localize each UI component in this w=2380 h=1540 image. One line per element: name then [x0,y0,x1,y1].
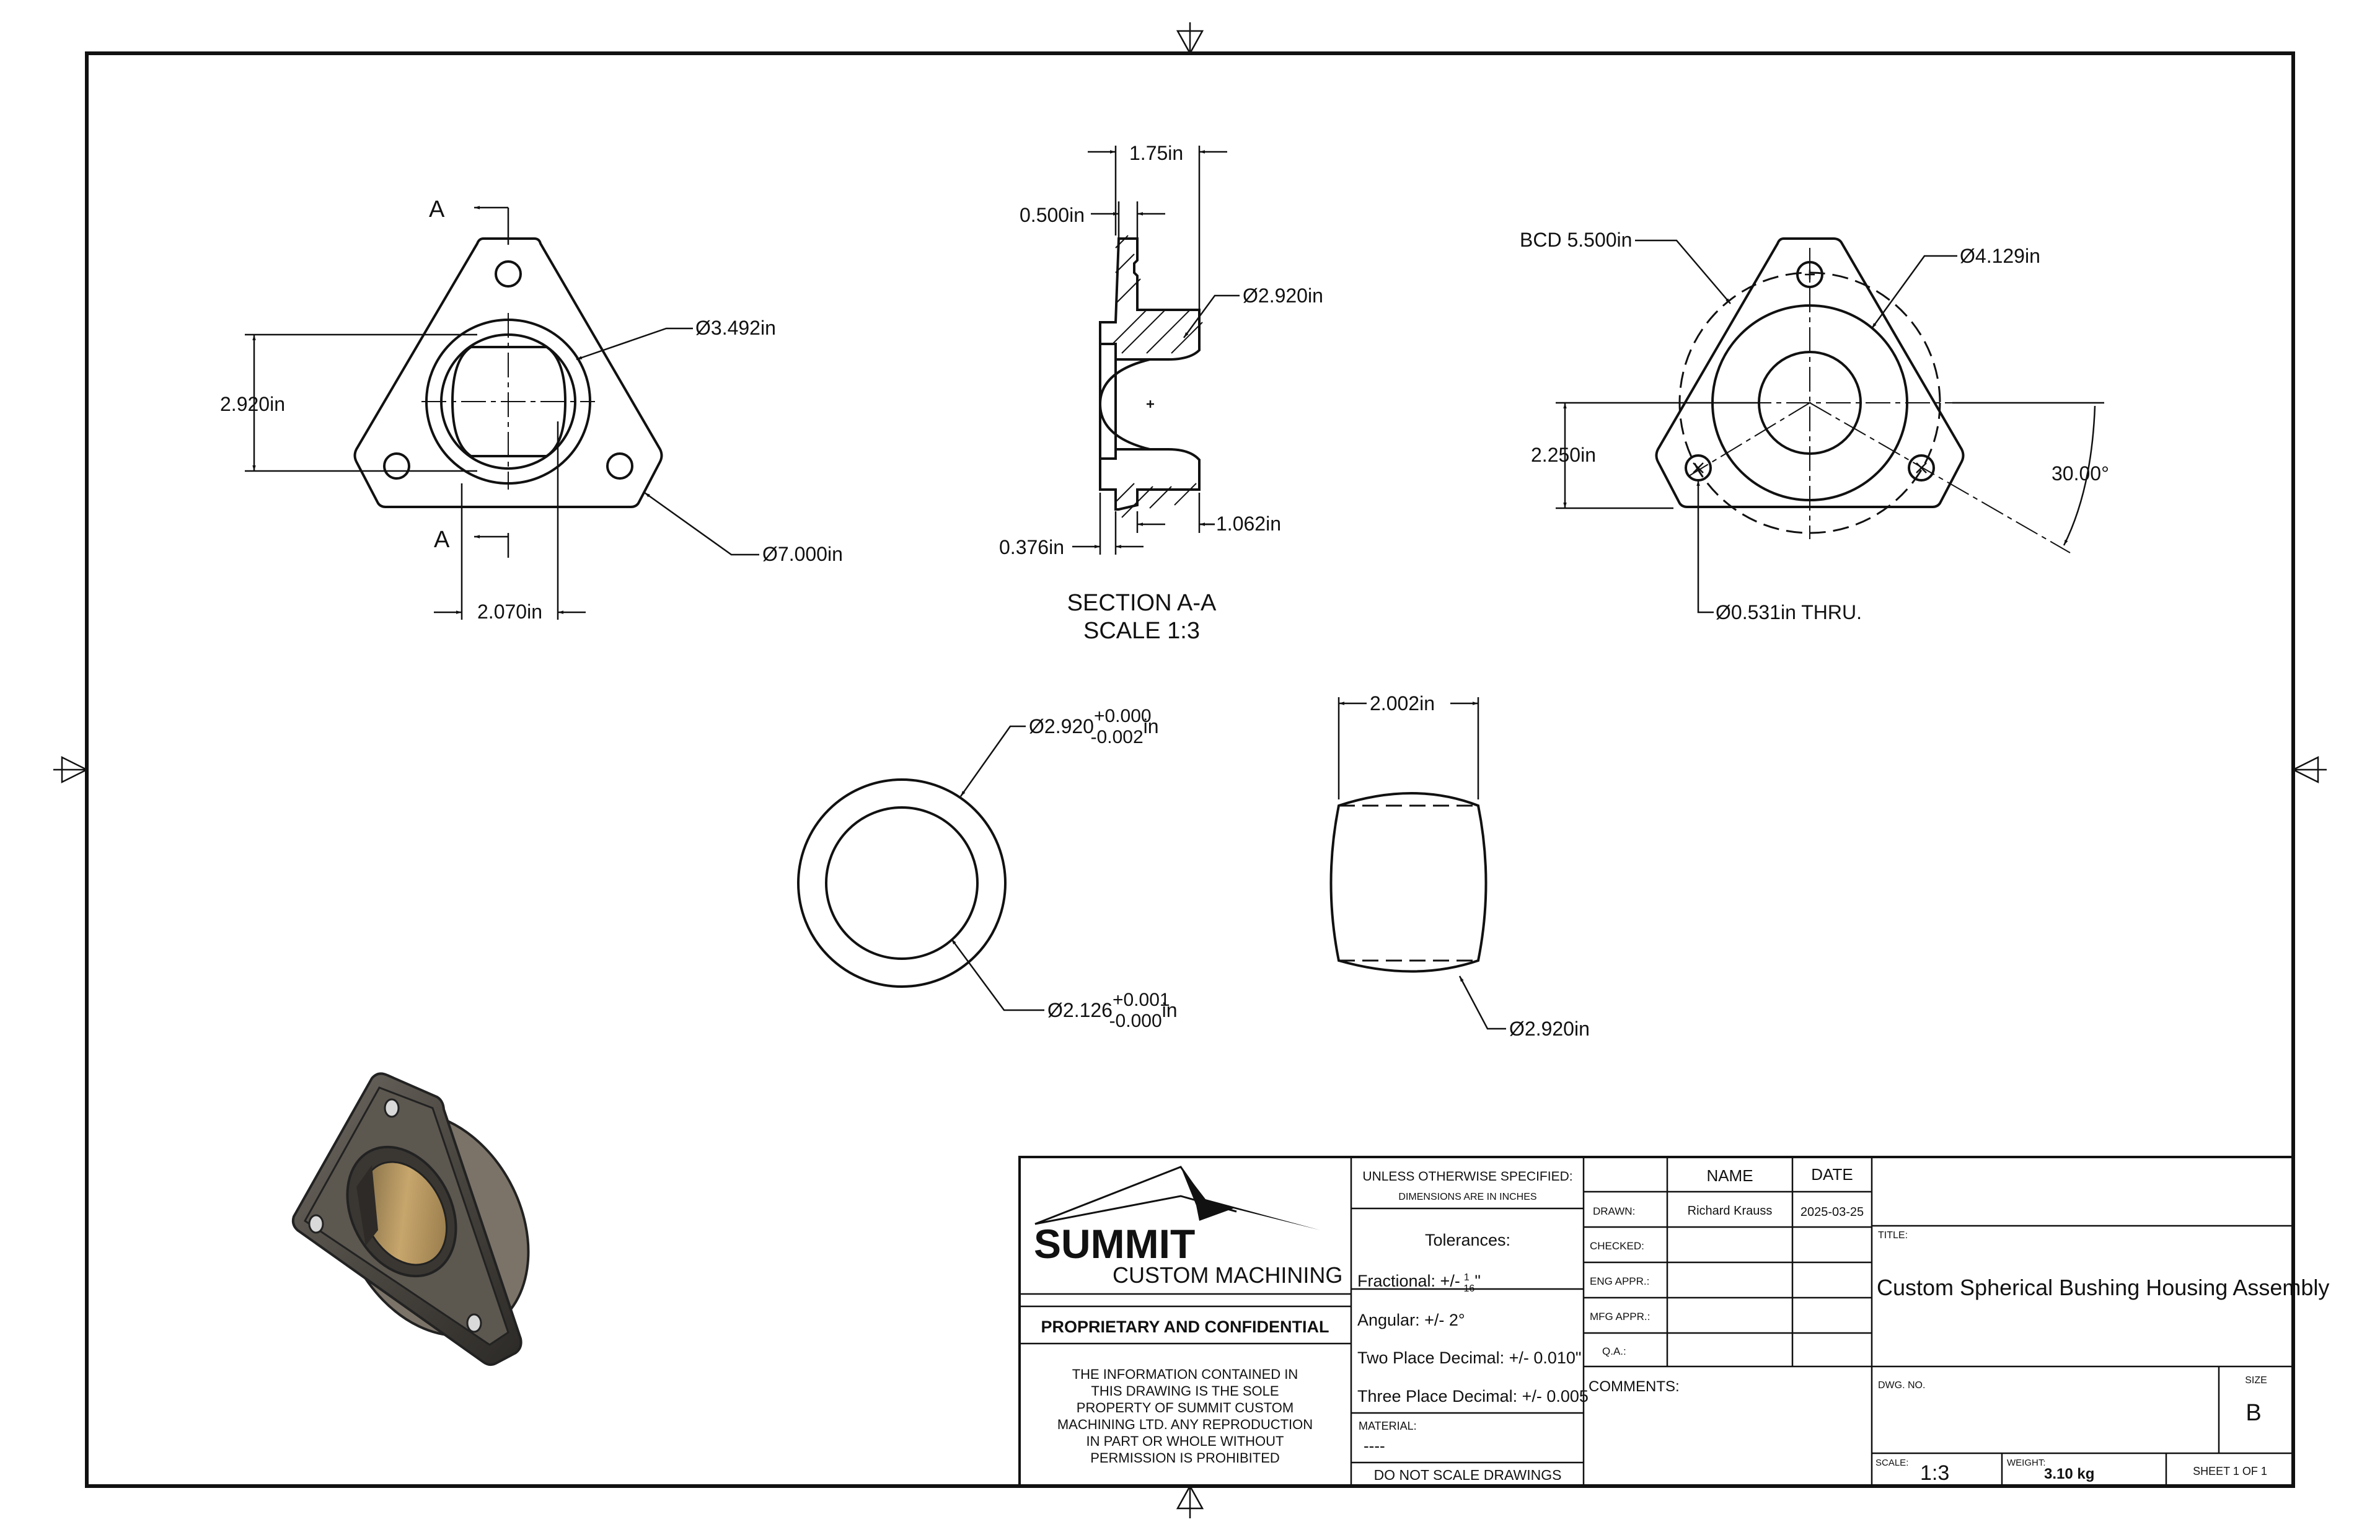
svg-text:MACHINING LTD. ANY REPRODUCTIO: MACHINING LTD. ANY REPRODUCTION [1057,1417,1313,1432]
scale-label: SCALE: [1875,1458,1908,1468]
centering-marks [53,22,2327,1518]
do-not-scale: DO NOT SCALE DRAWINGS [1374,1467,1562,1483]
row-drawn-label: DRAWN: [1593,1205,1635,1217]
material-value: ---- [1364,1437,1385,1455]
dim-front-dia-outer: Ø3.492in [695,317,776,339]
comments-label: COMMENTS: [1589,1378,1680,1395]
dim-section-flange: 0.500in [1020,204,1085,226]
bushing-side-view: 2.002in Ø2.920in [1329,692,1590,1040]
company-name: SUMMIT [1034,1221,1195,1267]
size-value: B [2246,1400,2261,1426]
title-block: SUMMIT CUSTOM MACHINING PROPRIETARY AND … [1018,1156,2329,1487]
row-checked-label: CHECKED: [1590,1240,1644,1252]
svg-text:PERMISSION IS PROHIBITED: PERMISSION IS PROHIBITED [1090,1450,1280,1466]
col-date: DATE [1811,1165,1853,1184]
dim-front-dia-total: Ø7.000in [762,543,843,565]
tol-three-place: Three Place Decimal: +/- 0.005 [1357,1387,1589,1406]
tolerances-label: Tolerances: [1425,1231,1510,1249]
weight-label: WEIGHT: [2007,1458,2046,1468]
dim-section-dia: Ø2.920in [1243,284,1323,307]
bushing-front-view: Ø2.920+0.000-0.002in Ø2.126+0.001-0.000i… [797,706,1178,1031]
title-label: TITLE: [1878,1230,1908,1241]
dim-right-dia: Ø4.129in [1960,245,2040,267]
front-view: A A 2.920in 2.070in Ø3.492in Ø7.000in [220,196,843,623]
row-qa-label: Q.A.: [1602,1345,1626,1357]
right-view: 2.250in 30.00° BCD 5.500in Ø4.129in Ø0.5… [1520,229,2109,623]
dim-section-top: 1.75in [1129,142,1183,164]
dim-section-bottom-right: 1.062in [1216,513,1281,535]
col-name: NAME [1706,1166,1753,1185]
row-drawn-name: Richard Krauss [1688,1204,1773,1218]
material-label: MATERIAL: [1359,1420,1417,1432]
svg-text:THE INFORMATION CONTAINED IN: THE INFORMATION CONTAINED IN [1072,1366,1298,1382]
dim-front-width: 2.070in [477,601,542,623]
proprietary-label: PROPRIETARY AND CONFIDENTIAL [1041,1318,1329,1336]
dwg-no-label: DWG. NO. [1878,1380,1925,1391]
dim-front-height: 2.920in [220,393,285,415]
svg-text:THIS DRAWING IS THE SOLE: THIS DRAWING IS THE SOLE [1091,1383,1279,1399]
row-drawn-date: 2025-03-25 [1800,1205,1864,1219]
company-sub: CUSTOM MACHINING [1113,1262,1342,1288]
size-label: SIZE [2245,1375,2267,1386]
dim-right-hole: Ø0.531in THRU. [1716,601,1862,623]
dim-bushing-inner: Ø2.126+0.001-0.000in [1047,990,1178,1031]
row-mfg-label: MFG APPR.: [1590,1311,1650,1322]
drawing-title: Custom Spherical Bushing Housing Assembl… [1877,1275,2329,1300]
dims-in-inches: DIMENSIONS ARE IN INCHES [1398,1192,1536,1202]
svg-text:IN PART OR WHOLE WITHOUT: IN PART OR WHOLE WITHOUT [1086,1433,1284,1449]
dim-section-bottom-left: 0.376in [999,536,1064,558]
dim-bushing-side-dia: Ø2.920in [1509,1018,1590,1040]
proprietary-notice: THE INFORMATION CONTAINED IN THIS DRAWIN… [1057,1366,1313,1466]
tol-two-place: Two Place Decimal: +/- 0.010" [1357,1349,1582,1367]
svg-text:PROPERTY OF SUMMIT CUSTOM: PROPERTY OF SUMMIT CUSTOM [1077,1400,1294,1415]
dim-right-angle: 30.00° [2052,462,2109,485]
section-label-bottom: A [434,527,450,553]
section-label-top: A [429,196,445,222]
isometric-view [291,1072,530,1366]
sheet-label: SHEET 1 OF 1 [2193,1465,2267,1477]
dim-bushing-outer: Ø2.920+0.000-0.002in [1029,706,1159,747]
weight-value: 3.10 kg [2044,1466,2094,1482]
dim-right-bcd: BCD 5.500in [1520,229,1632,251]
unless-specified: UNLESS OTHERWISE SPECIFIED: [1362,1169,1572,1184]
company-logo: SUMMIT CUSTOM MACHINING [1034,1166,1342,1288]
section-title-line2: SCALE 1:3 [1083,618,1200,644]
dim-right-height: 2.250in [1531,444,1596,466]
row-eng-label: ENG APPR.: [1590,1275,1649,1287]
dim-bushing-width: 2.002in [1370,692,1435,715]
section-view: 1.75in 0.500in Ø2.920in 0.376in 1.062in … [999,142,1323,644]
section-title-line1: SECTION A-A [1067,590,1217,616]
scale-value: 1:3 [1920,1461,1949,1485]
tol-angular: Angular: +/- 2° [1357,1311,1465,1329]
